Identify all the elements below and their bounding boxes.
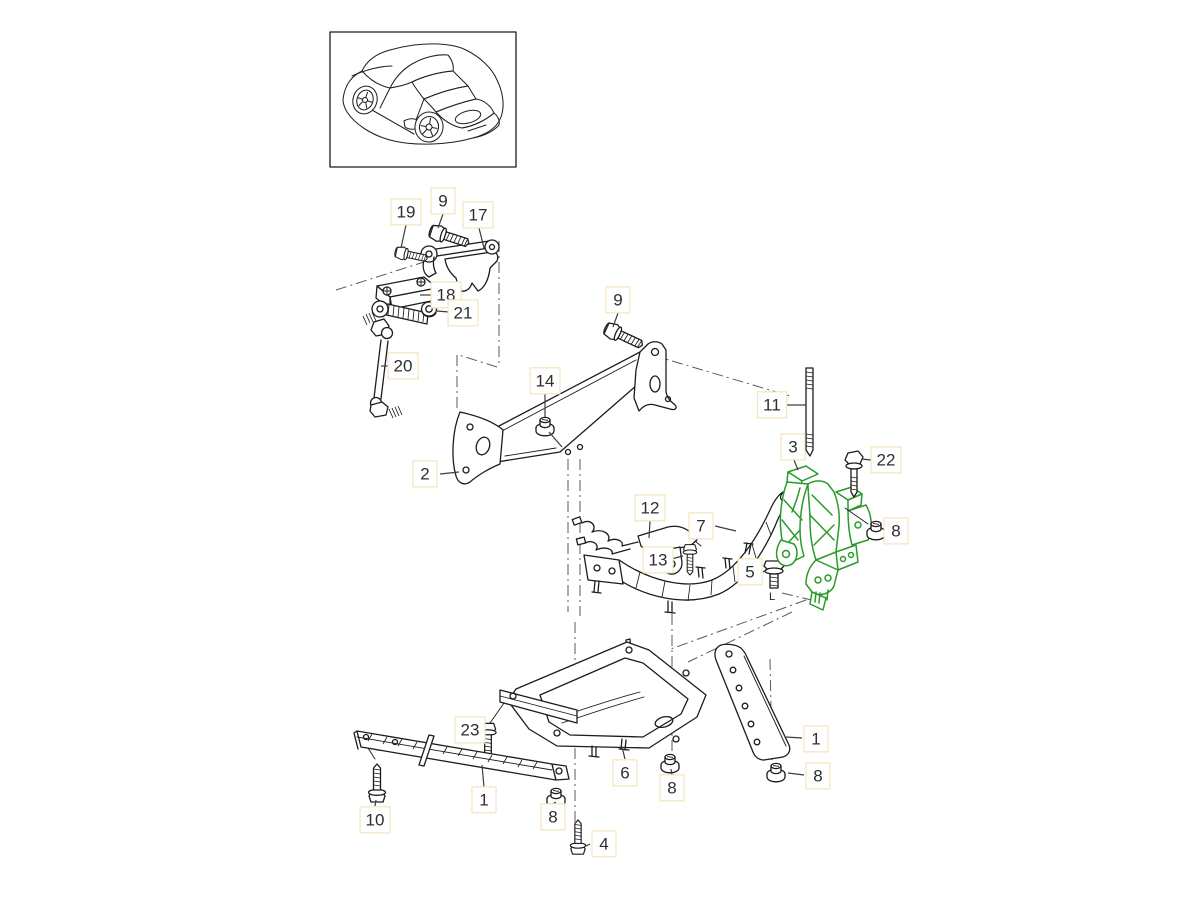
callout-4[interactable]: 4 bbox=[591, 830, 617, 858]
callout-8[interactable]: 8 bbox=[883, 517, 909, 545]
callout-19[interactable]: 19 bbox=[390, 198, 422, 226]
callout-8-3[interactable]: 8 bbox=[805, 762, 831, 790]
callout-leader-lines bbox=[374, 213, 888, 847]
callout-14[interactable]: 14 bbox=[529, 367, 561, 395]
vehicle-thumbnail bbox=[329, 31, 517, 168]
callout-23[interactable]: 23 bbox=[454, 716, 486, 744]
callout-11[interactable]: 11 bbox=[757, 391, 787, 419]
part-2-crossmember-drawing bbox=[452, 341, 677, 485]
car-rear-wheel bbox=[414, 111, 444, 143]
callout-12[interactable]: 12 bbox=[634, 494, 666, 522]
callout-9[interactable]: 9 bbox=[430, 187, 456, 215]
part-1-right-rail-drawing bbox=[714, 643, 791, 761]
car-front-wheel bbox=[352, 85, 378, 115]
part-22-bolt-drawing bbox=[844, 450, 864, 498]
part-11-stud-drawing bbox=[805, 367, 814, 457]
part-20-sensor-link-drawing bbox=[362, 311, 403, 419]
part-6-undertray-drawing bbox=[499, 638, 707, 758]
callout-17[interactable]: 17 bbox=[462, 201, 494, 229]
callout-9-2[interactable]: 9 bbox=[605, 286, 631, 314]
callout-2[interactable]: 2 bbox=[412, 460, 438, 488]
callout-7[interactable]: 7 bbox=[688, 512, 714, 540]
left-side-marker: L bbox=[769, 591, 775, 603]
part-7-brace-drawing bbox=[583, 490, 793, 614]
callout-20[interactable]: 20 bbox=[387, 352, 419, 380]
callout-21[interactable]: 21 bbox=[447, 299, 479, 327]
part-3-highlighted-mount-drawing bbox=[775, 465, 872, 611]
car-illustration bbox=[342, 43, 504, 145]
callout-5[interactable]: 5 bbox=[737, 558, 763, 586]
callout-10[interactable]: 10 bbox=[359, 806, 391, 834]
callout-22[interactable]: 22 bbox=[870, 446, 902, 474]
callout-1-2[interactable]: 1 bbox=[471, 786, 497, 814]
callout-8-2[interactable]: 8 bbox=[659, 774, 685, 802]
callout-6[interactable]: 6 bbox=[612, 759, 638, 787]
callout-8-4[interactable]: 8 bbox=[540, 803, 566, 831]
callout-1[interactable]: 1 bbox=[803, 725, 829, 753]
part-1-left-rail-drawing bbox=[353, 730, 570, 781]
part-23-bolt-drawing bbox=[479, 702, 505, 761]
part-18-sensor-drawing bbox=[371, 276, 438, 325]
callout-3[interactable]: 3 bbox=[780, 433, 806, 461]
callout-13[interactable]: 13 bbox=[642, 546, 674, 574]
part-8-pointer-line bbox=[844, 507, 869, 525]
